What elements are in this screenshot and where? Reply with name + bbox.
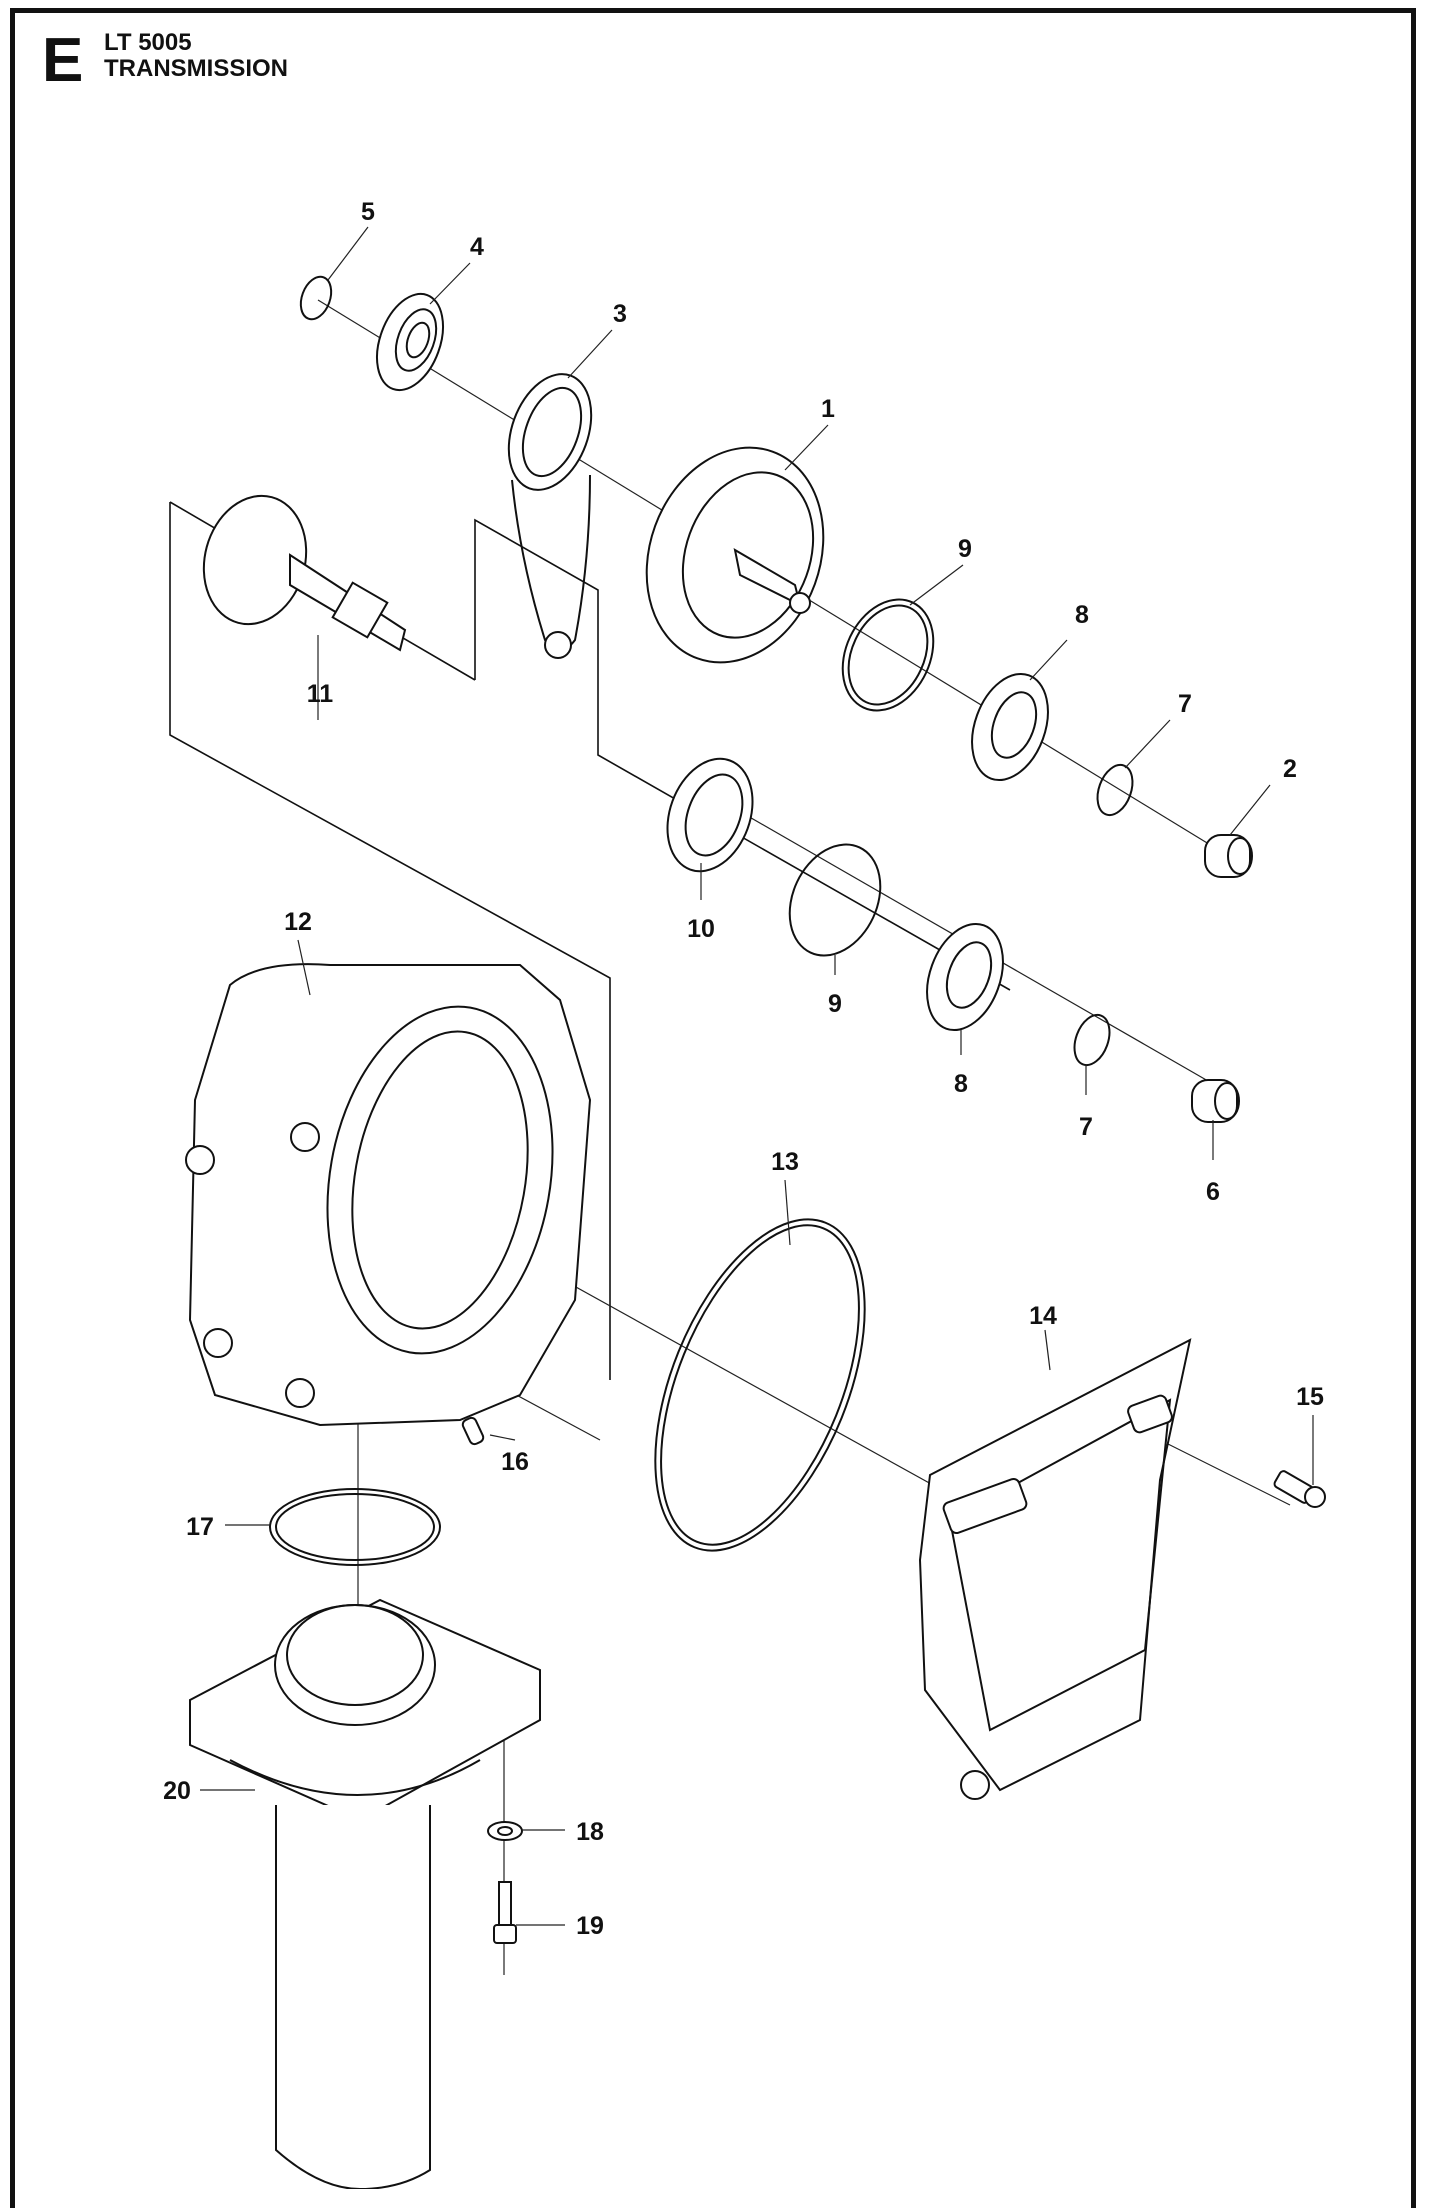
callout-2: 2: [1283, 755, 1297, 783]
callout-19: 19: [576, 1912, 604, 1940]
callout-6: 6: [1206, 1178, 1220, 1206]
part-9-ring-lower: [788, 843, 882, 957]
callout-20: 20: [163, 1777, 191, 1805]
group-bracket-shaft: [169, 502, 611, 1380]
part-18-washer: [487, 1821, 523, 1841]
callout-15: 15: [1296, 1383, 1324, 1411]
callout-7-upper: 7: [1178, 690, 1192, 718]
callout-9-upper: 9: [958, 535, 972, 563]
part-3-lever: [507, 373, 593, 659]
part-8-bearing-lower: [926, 922, 1004, 1032]
callout-3: 3: [613, 300, 627, 328]
part-1-drum: [645, 446, 825, 664]
part-10-seal: [666, 757, 754, 873]
part-7-ring-lower: [1073, 1013, 1111, 1067]
callout-1: 1: [821, 395, 835, 423]
callout-5: 5: [361, 198, 375, 226]
part-6-bushing: [1191, 1079, 1240, 1123]
part-20-flange: [189, 1598, 541, 2189]
part-12-housing: [185, 963, 592, 1427]
callout-18: 18: [576, 1818, 604, 1846]
callout-9-lower: 9: [828, 990, 842, 1018]
part-15-screw: [1273, 1470, 1326, 1508]
part-5-ring: [299, 275, 333, 321]
page-header: LT 5005 TRANSMISSION: [104, 30, 288, 82]
part-11-pinion: [202, 494, 407, 652]
part-4-bearing: [376, 292, 444, 392]
diagram-frame: [10, 8, 1416, 2208]
callout-12: 12: [284, 908, 312, 936]
callout-16: 16: [501, 1448, 529, 1476]
callout-8-lower: 8: [954, 1070, 968, 1098]
leader-lines: [200, 226, 1314, 1926]
part-9-ring-upper: [841, 598, 935, 712]
part-8-bearing-upper: [971, 672, 1049, 782]
callout-14: 14: [1029, 1302, 1057, 1330]
part-16-pin: [461, 1416, 485, 1446]
callout-4: 4: [470, 233, 484, 261]
callout-11: 11: [307, 680, 334, 708]
part-13-oring: [654, 1218, 866, 1552]
callout-7-lower: 7: [1079, 1113, 1093, 1141]
part-17-oring: [269, 1488, 441, 1566]
callout-8-upper: 8: [1075, 601, 1089, 629]
callout-13: 13: [771, 1148, 799, 1176]
part-14-cover: [918, 1338, 1192, 1800]
section-letter: E: [42, 26, 84, 95]
callout-17: 17: [186, 1513, 214, 1541]
model-name: LT 5005: [104, 29, 192, 56]
part-7-ring-upper: [1096, 763, 1134, 817]
part-19-screw: [493, 1881, 517, 1944]
part-2-bushing: [1204, 834, 1253, 878]
page-title: TRANSMISSION: [104, 55, 289, 82]
callout-10: 10: [687, 915, 715, 943]
